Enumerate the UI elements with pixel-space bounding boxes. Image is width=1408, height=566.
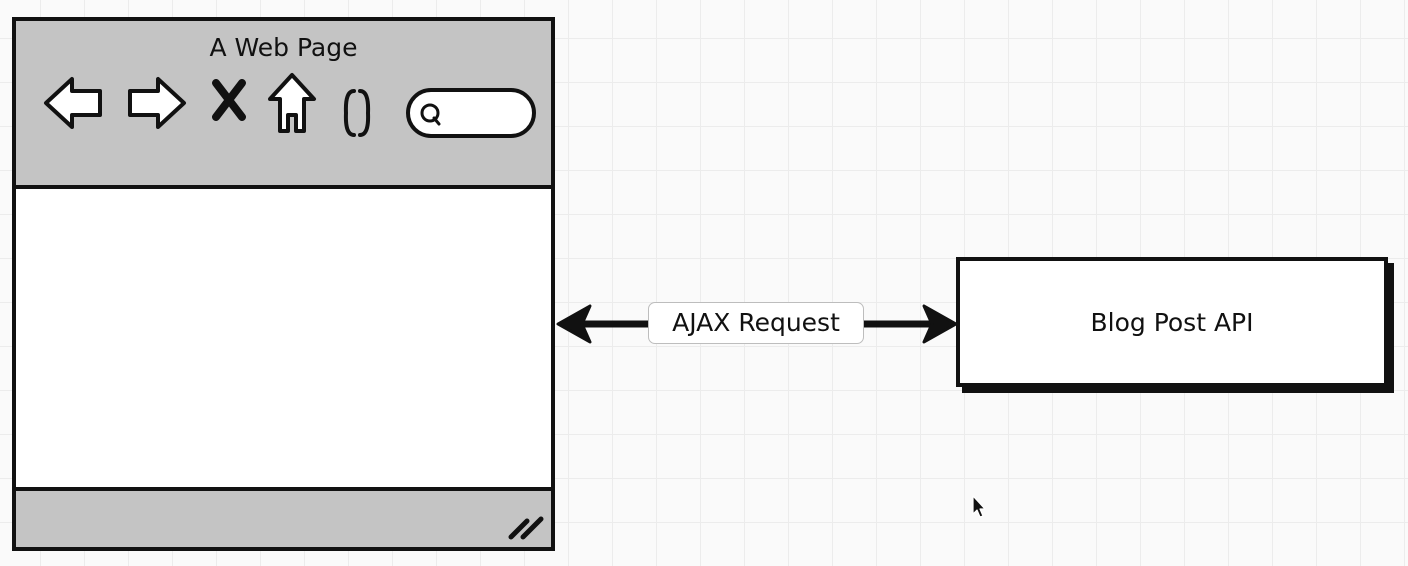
right-arrowhead: [922, 304, 958, 344]
connector-label: AJAX Request: [648, 302, 864, 344]
close-x-icon[interactable]: [210, 79, 248, 121]
home-icon[interactable]: [266, 71, 318, 137]
browser-toolbar: A Web Page: [16, 21, 551, 189]
window-title: A Web Page: [209, 33, 358, 62]
browser-statusbar: [16, 487, 551, 547]
back-arrow-icon[interactable]: [42, 71, 106, 135]
page-viewport: [16, 189, 551, 487]
forward-arrow-icon[interactable]: [124, 71, 188, 135]
api-node: Blog Post API: [956, 257, 1388, 387]
browser-window-mockup: A Web Page: [12, 17, 555, 551]
left-arrowhead: [556, 304, 592, 344]
search-field[interactable]: [404, 85, 538, 143]
api-node-label: Blog Post API: [1090, 307, 1254, 337]
bracket-icon[interactable]: [340, 85, 374, 141]
resize-grip-icon[interactable]: [507, 507, 545, 541]
mouse-cursor-icon: [972, 495, 986, 518]
